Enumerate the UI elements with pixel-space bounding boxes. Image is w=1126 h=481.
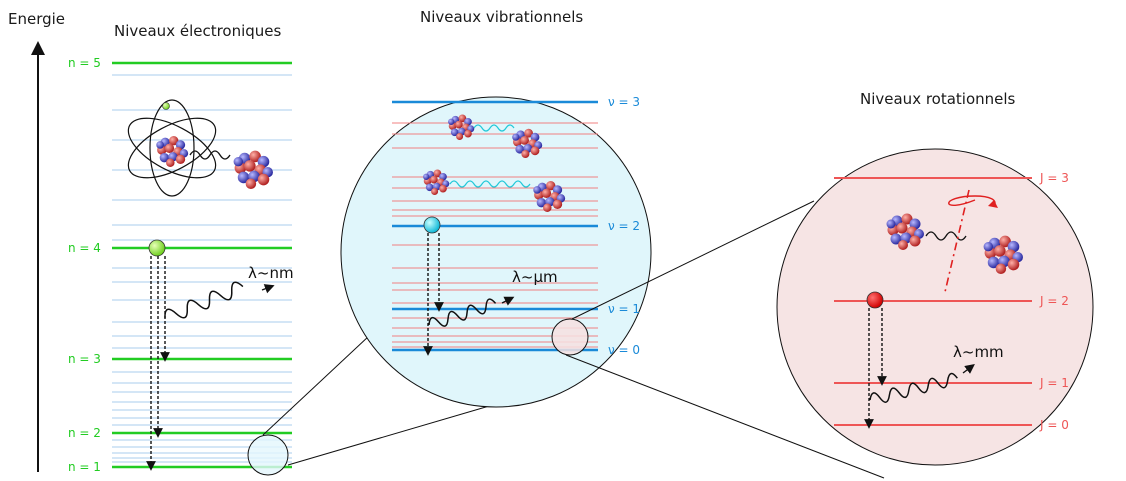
level-n3-label: n = 3 (68, 352, 101, 366)
level-v1-label: ν = 1 (608, 302, 640, 316)
level-j1-label: J = 1 (1039, 376, 1069, 390)
zoom-circle-vibrational (551, 318, 589, 356)
level-n2-label: n = 2 (68, 426, 101, 440)
atom-illustration (127, 99, 273, 197)
rotating-molecule (886, 189, 1023, 293)
zoom-line-top (262, 321, 385, 436)
photon-arrow-um (501, 296, 515, 306)
level-n1-label: n = 1 (68, 460, 101, 474)
zoom-line-rot-top (571, 200, 815, 320)
wavelength-um-label: λ~μm (512, 268, 558, 286)
level-n5-label: n = 5 (68, 56, 101, 70)
level-v3-label: ν = 3 (608, 95, 640, 109)
molecule-vibrating-top (448, 114, 543, 158)
photon-wave-nm (164, 281, 244, 319)
photon-arrow-mm (962, 364, 975, 374)
level-j3-label: J = 3 (1039, 171, 1069, 185)
energy-axis-label: Energie (8, 10, 65, 28)
photon-wave-mm (869, 372, 958, 403)
electronic-main-levels (112, 61, 292, 469)
level-j2-label: J = 2 (1039, 294, 1069, 308)
level-j0-label: J = 0 (1039, 418, 1069, 432)
photon-arrow-nm (261, 284, 275, 294)
excited-electron-n4 (148, 239, 166, 257)
level-v0-label: ν = 0 (608, 343, 640, 357)
electronic-title: Niveaux électroniques (114, 22, 282, 40)
excited-state-v2 (423, 216, 441, 234)
wavelength-nm-label: λ~nm (248, 264, 294, 282)
zoom-line-rot-bottom (565, 354, 885, 479)
molecule-vibrating-bottom (423, 169, 566, 212)
vibrational-circle (340, 96, 652, 408)
zoom-circle-electronic (247, 434, 289, 476)
rotational-title: Niveaux rotationnels (860, 90, 1016, 108)
level-n4-label: n = 4 (68, 241, 101, 255)
rotational-circle (776, 148, 1094, 466)
vibrational-title: Niveaux vibrationnels (420, 8, 583, 26)
level-v2-label: ν = 2 (608, 219, 640, 233)
zoom-line-bottom (287, 403, 497, 466)
excited-state-j2 (866, 291, 884, 309)
wavelength-mm-label: λ~mm (953, 343, 1004, 361)
photon-wave-um (428, 298, 497, 327)
